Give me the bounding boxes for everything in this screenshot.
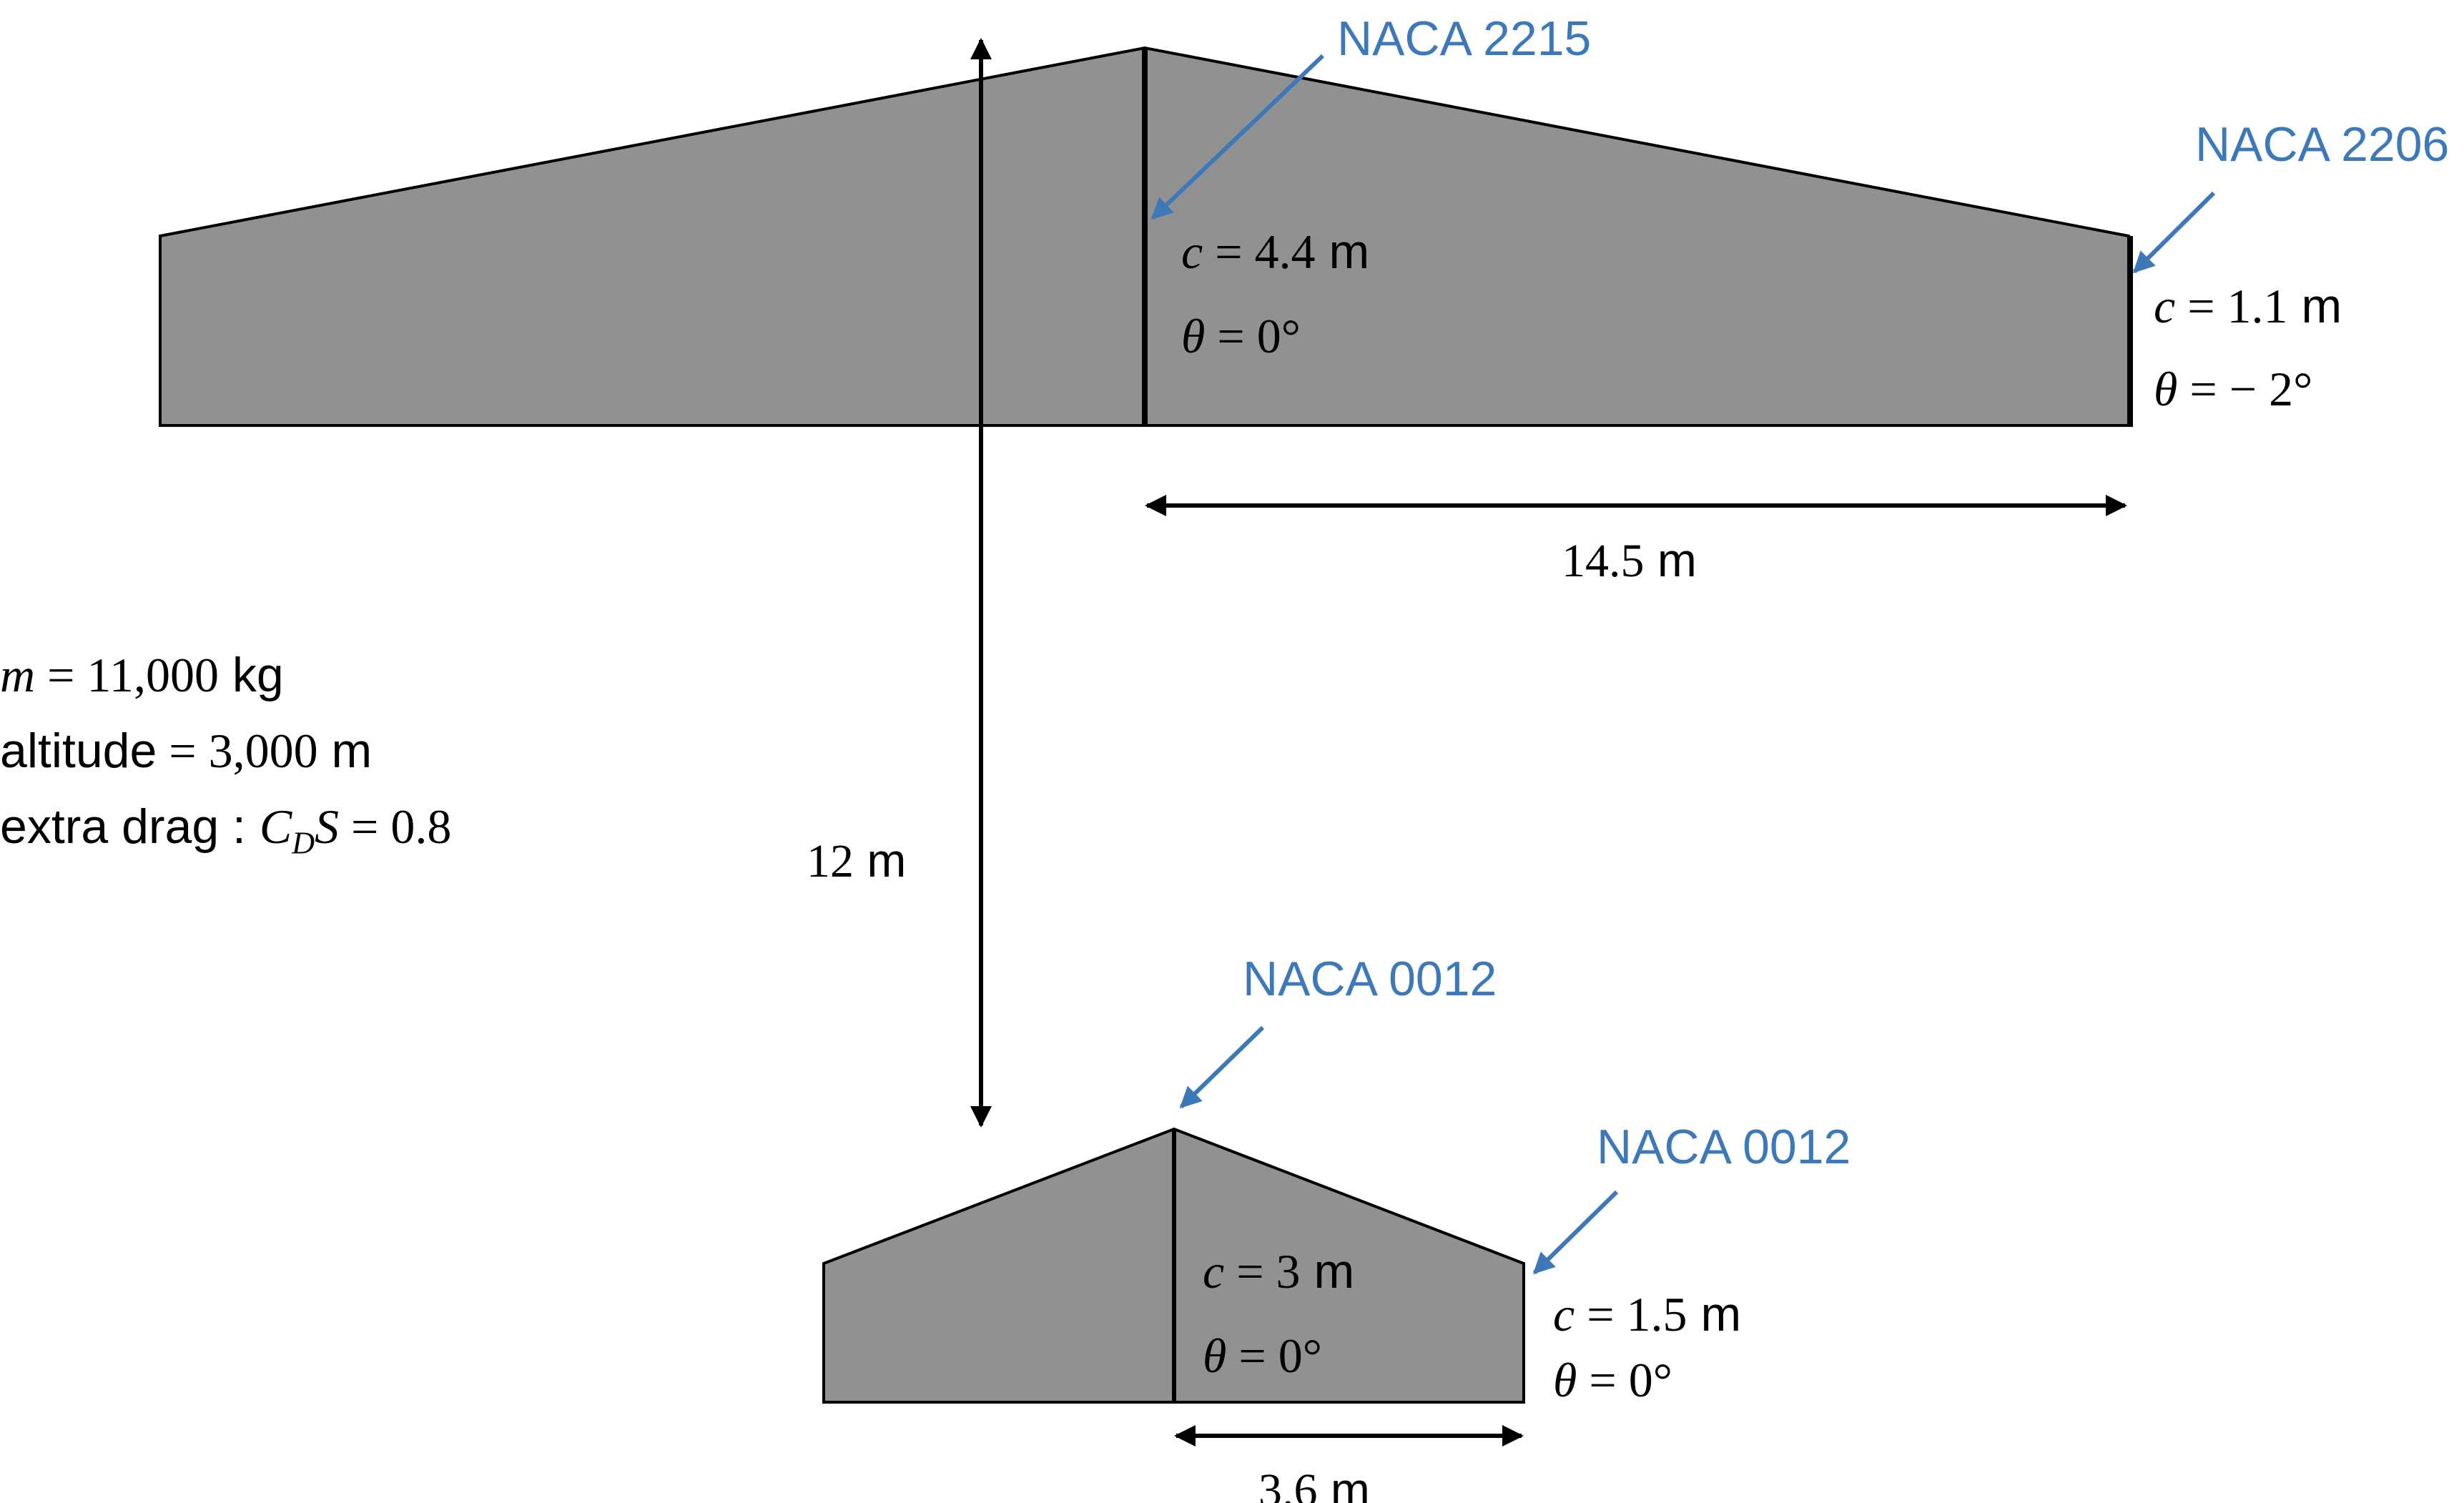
tail-semispan-label: 3.6 m <box>1258 1463 1370 1503</box>
tail-tip-naca-0012-pointer <box>1532 1190 1619 1275</box>
tail-root-naca-0012-pointer <box>1179 1025 1265 1109</box>
main-root-airfoil-label: NACA 2215 <box>1337 11 1592 66</box>
main-wing-semispan-label: 14.5 m <box>1562 533 1697 587</box>
main-tip-airfoil-label: NACA 2206 <box>2195 117 2450 172</box>
main-root-twist-label: θ = 0° <box>1181 309 1301 363</box>
mass-label: m = 11,000 kg <box>0 648 284 702</box>
tail-root-twist-label: θ = 0° <box>1203 1329 1322 1383</box>
tail-root-chord-label: c = 3 m <box>1203 1244 1355 1299</box>
naca-2215-pointer <box>1150 54 1325 220</box>
naca-2206-pointer <box>2132 191 2216 274</box>
main-tip-twist-label: θ = − 2° <box>2154 362 2313 416</box>
altitude-label: altitude = 3,000 m <box>0 724 373 778</box>
tail-tip-airfoil-label: NACA 0012 <box>1597 1120 1851 1174</box>
tail-root-airfoil-label: NACA 0012 <box>1243 952 1497 1006</box>
extra-drag-label: extra drag : CDS = 0.8 <box>0 799 452 861</box>
main-tip-chord-label: c = 1.1 m <box>2154 279 2342 333</box>
main-root-chord-label: c = 4.4 m <box>1181 225 1370 279</box>
tail-tip-twist-label: θ = 0° <box>1553 1353 1672 1407</box>
tail-tip-chord-label: c = 1.5 m <box>1553 1287 1742 1341</box>
separation-label: 12 m <box>807 834 907 887</box>
